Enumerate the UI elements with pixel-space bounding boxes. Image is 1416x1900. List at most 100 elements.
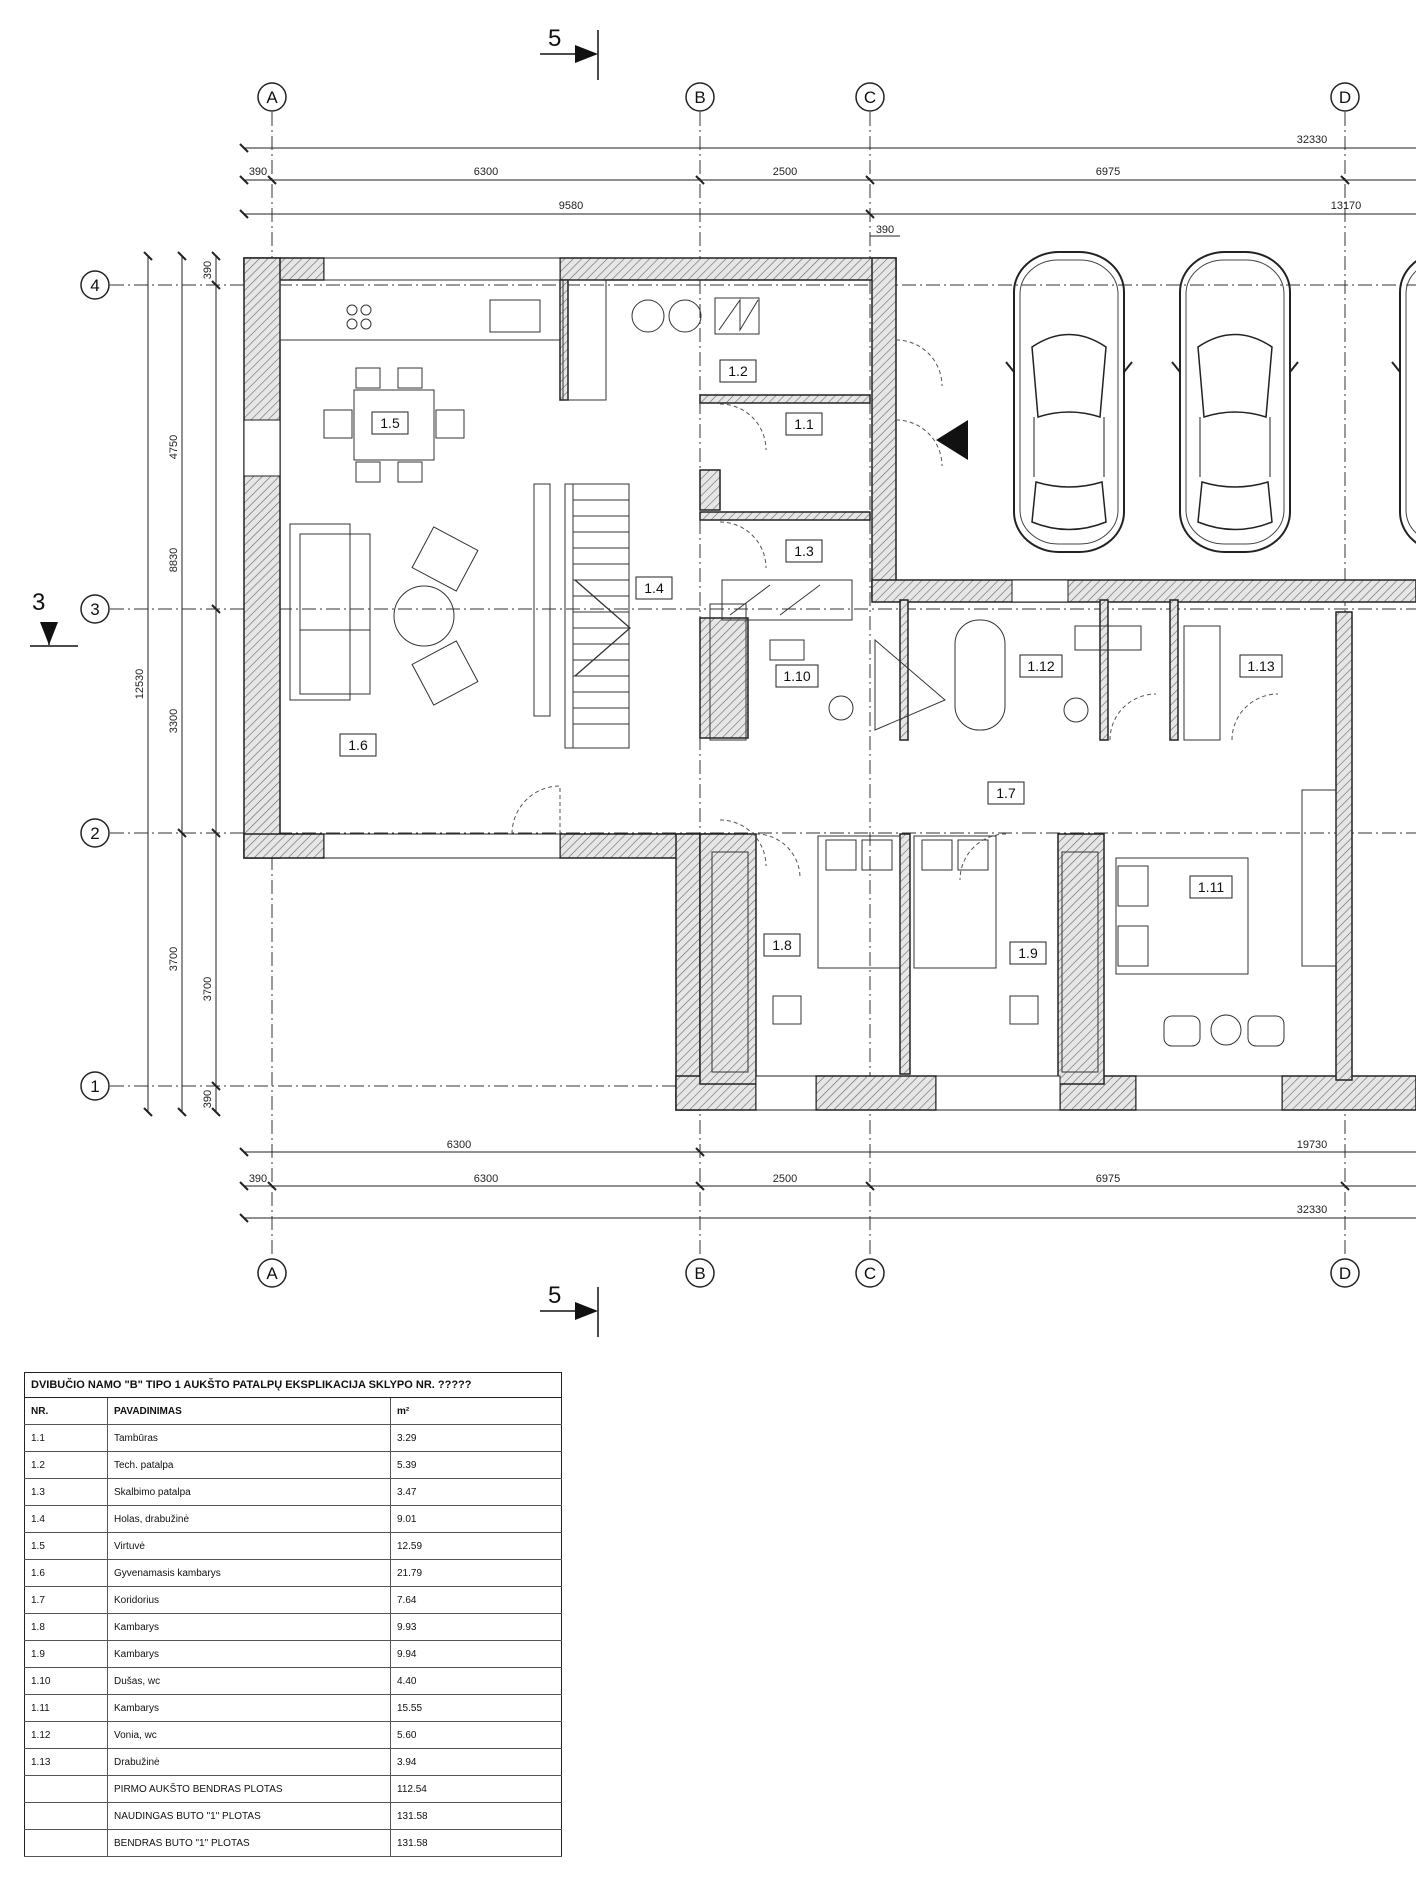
dim-top-390: 390	[249, 166, 267, 178]
cell-nr	[24, 1802, 108, 1830]
cell-name: Kambarys	[107, 1640, 391, 1668]
cell-name: Kambarys	[107, 1613, 391, 1641]
cell-nr: 1.12	[24, 1721, 108, 1749]
axis-label: A	[266, 1264, 278, 1283]
dim-left-3700: 3700	[168, 947, 180, 971]
dim-bottom-6300b: 6300	[474, 1173, 498, 1185]
dim-left-390-bottom: 390	[202, 1090, 214, 1108]
cell-area: 7.64	[390, 1586, 562, 1614]
dim-left-12530: 12530	[134, 669, 146, 700]
section-marker-bottom: 5	[540, 1282, 599, 1337]
cell-area: 3.47	[390, 1478, 562, 1506]
tech-room-equipment	[631, 297, 760, 335]
cell-nr: 1.13	[24, 1748, 108, 1776]
axis-label: C	[864, 88, 876, 107]
cell-nr: 1.7	[24, 1586, 108, 1614]
axis-label: B	[694, 88, 705, 107]
section-marker-left: 3	[30, 589, 78, 647]
floor-plan: A B C D A B C D 4 3 2 1 5 5 3	[30, 25, 1416, 1337]
bed-icons	[772, 835, 1249, 1025]
dim-left-8830: 8830	[168, 548, 180, 572]
dimensions-top	[239, 143, 1416, 237]
dim-total-top: 32330	[1297, 134, 1328, 146]
room-label-1-13: 1.13	[1247, 658, 1274, 674]
cell-area: 9.01	[390, 1505, 562, 1533]
axis-bubble-c-bottom: C	[855, 1258, 885, 1288]
stairs-icon	[572, 483, 631, 749]
cell-name: Virtuvė	[107, 1532, 391, 1560]
dim-top-6975: 6975	[1096, 166, 1120, 178]
cell-name: Tambūras	[107, 1424, 391, 1452]
dim-top-6300: 6300	[474, 166, 498, 178]
bath-fixtures	[721, 579, 1142, 731]
axis-bubbles-bottom: A B C D	[257, 1258, 1360, 1288]
cell-area: 131.58	[390, 1802, 562, 1830]
axis-bubbles-top: A B C D	[257, 82, 1360, 112]
cell-nr: 1.6	[24, 1559, 108, 1587]
axis-bubble-b-bottom: B	[685, 1258, 715, 1288]
col-header-nr: NR.	[24, 1397, 108, 1425]
axis-bubble-a-bottom: A	[257, 1258, 287, 1288]
entrance-arrow-icon	[936, 420, 968, 460]
axis-bubbles-left: 4 3 2 1	[80, 270, 110, 1101]
room-label-1-5: 1.5	[380, 415, 400, 431]
axis-label: 3	[90, 600, 99, 619]
door-swings	[511, 339, 1279, 881]
axis-label: 1	[90, 1077, 99, 1096]
cell-nr	[24, 1829, 108, 1857]
dining-table-icon	[323, 367, 465, 483]
axis-bubble-c-top: C	[855, 82, 885, 112]
cell-name: Gyvenamasis kambarys	[107, 1559, 391, 1587]
cell-area: 131.58	[390, 1829, 562, 1857]
section-label: 5	[548, 25, 561, 52]
room-schedule-table: DVIBUČIO NAMO "B" TIPO 1 AUKŠTO PATALPŲ …	[24, 1372, 562, 1857]
section-label: 3	[32, 589, 45, 616]
cell-name: Vonia, wc	[107, 1721, 391, 1749]
section-marker-top: 5	[540, 25, 599, 80]
parked-car-icon	[1391, 251, 1416, 553]
dim-left-390-top: 390	[202, 261, 214, 279]
dim-bottom-390: 390	[249, 1173, 267, 1185]
parked-car-icon	[1005, 251, 1133, 553]
cell-area: 3.94	[390, 1748, 562, 1776]
axis-bubble-a-top: A	[257, 82, 287, 112]
cell-name: Holas, drabužinė	[107, 1505, 391, 1533]
dim-left-4750: 4750	[168, 435, 180, 459]
room-label-1-7: 1.7	[996, 785, 1016, 801]
cell-name: BENDRAS BUTO "1" PLOTAS	[107, 1829, 391, 1857]
cell-name: Dušas, wc	[107, 1667, 391, 1695]
cell-nr: 1.1	[24, 1424, 108, 1452]
cell-nr: 1.4	[24, 1505, 108, 1533]
room-label-1-8: 1.8	[772, 937, 792, 953]
axis-label: C	[864, 1264, 876, 1283]
cell-area: 21.79	[390, 1559, 562, 1587]
room-labels	[339, 359, 1283, 965]
axis-label: B	[694, 1264, 705, 1283]
cell-nr: 1.8	[24, 1613, 108, 1641]
cell-name: PIRMO AUKŠTO BENDRAS PLOTAS	[107, 1775, 391, 1803]
axis-bubble-b-top: B	[685, 82, 715, 112]
dim-top-2500: 2500	[773, 166, 797, 178]
dim-left-3300: 3300	[168, 709, 180, 733]
cell-nr: 1.9	[24, 1640, 108, 1668]
cell-nr: 1.11	[24, 1694, 108, 1722]
cell-name: Drabužinė	[107, 1748, 391, 1776]
cell-name: Kambarys	[107, 1694, 391, 1722]
cell-area: 5.39	[390, 1451, 562, 1479]
cell-area: 5.60	[390, 1721, 562, 1749]
room-label-1-12: 1.12	[1027, 658, 1054, 674]
axis-label: 2	[90, 824, 99, 843]
cell-area: 3.29	[390, 1424, 562, 1452]
